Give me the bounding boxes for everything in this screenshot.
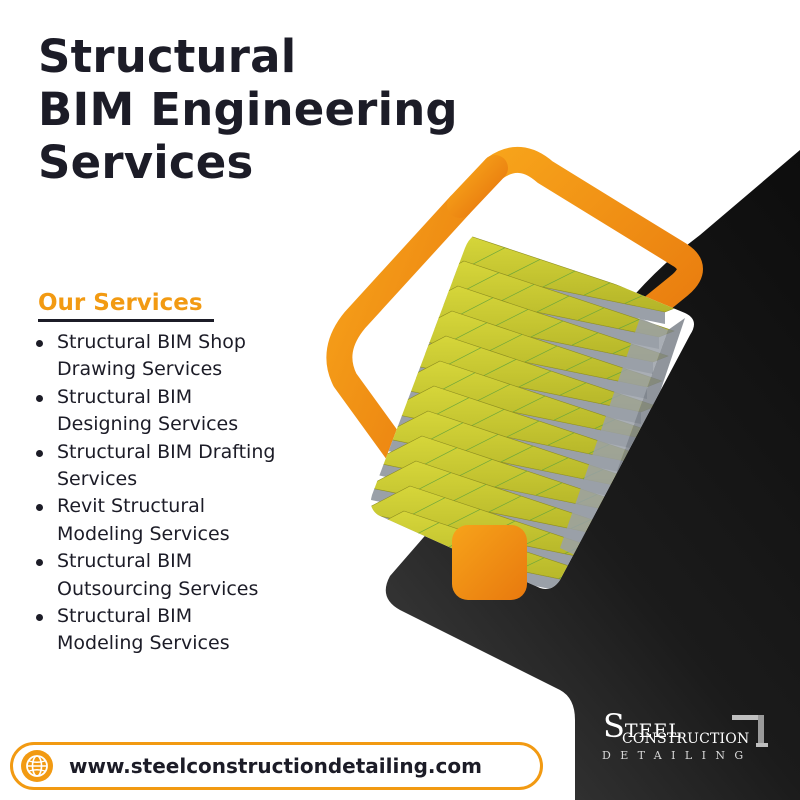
model-joist bbox=[512, 395, 546, 413]
bullet-icon bbox=[36, 394, 43, 402]
title-line: Services bbox=[38, 136, 254, 189]
list-item-line: Modeling Services bbox=[57, 632, 230, 655]
model-joist bbox=[530, 320, 564, 338]
model-joist bbox=[618, 319, 640, 329]
model-joist bbox=[524, 345, 558, 363]
company-logo: STEEL CONSTRUCTION DETAILING bbox=[600, 709, 780, 769]
model-joist bbox=[477, 359, 517, 379]
list-item: Structural BIM Modeling Services bbox=[34, 603, 334, 658]
bullet-icon bbox=[36, 504, 43, 512]
model-joist bbox=[612, 344, 634, 354]
title-line: BIM Engineering bbox=[38, 83, 458, 136]
model-joist bbox=[447, 484, 487, 504]
model-joist bbox=[518, 370, 552, 388]
logo-steel: STEEL bbox=[603, 707, 682, 745]
model-joist bbox=[453, 459, 493, 479]
bullet-icon bbox=[36, 559, 43, 567]
list-item-line: Structural BIM bbox=[57, 605, 193, 628]
list-item: Structural BIM Designing Services bbox=[34, 384, 334, 439]
model-joist bbox=[541, 457, 569, 471]
list-item-line: Designing Services bbox=[57, 413, 239, 436]
website-url[interactable]: www.steelconstructiondetailing.com bbox=[69, 754, 482, 778]
model-joist bbox=[536, 295, 570, 313]
model-joist bbox=[565, 357, 593, 371]
page-title: Structural BIM Engineering Services bbox=[38, 30, 458, 189]
model-joist bbox=[535, 482, 563, 496]
bullet-icon bbox=[36, 614, 43, 622]
list-item: Structural BIM Outsourcing Services bbox=[34, 548, 334, 603]
model-joist bbox=[523, 532, 551, 546]
model-joist bbox=[494, 470, 528, 488]
model-joist bbox=[483, 334, 523, 354]
list-item-line: Outsourcing Services bbox=[57, 577, 259, 600]
model-joist bbox=[624, 294, 646, 304]
model-joist bbox=[571, 332, 599, 346]
model-joist bbox=[542, 270, 576, 288]
website-link[interactable]: www.steelconstructiondetailing.com bbox=[10, 742, 543, 790]
title-line: Structural bbox=[38, 30, 297, 83]
list-item-line: Modeling Services bbox=[57, 522, 230, 545]
model-joist bbox=[506, 420, 540, 438]
model-joist bbox=[553, 407, 581, 421]
orange-frame bbox=[482, 147, 703, 363]
logo-detailing: DETAILING bbox=[602, 749, 753, 762]
list-item-line: Revit Structural bbox=[57, 495, 206, 518]
list-item-line: Drawing Services bbox=[57, 358, 223, 381]
model-joist bbox=[471, 384, 511, 404]
bullet-icon bbox=[36, 340, 43, 347]
model-joist bbox=[559, 382, 587, 396]
list-item-line: Services bbox=[57, 468, 138, 491]
globe-icon bbox=[21, 750, 53, 782]
list-item-line: Structural BIM Shop bbox=[57, 331, 246, 353]
model-joist bbox=[583, 282, 611, 296]
i-beam-icon bbox=[732, 715, 768, 747]
logo-construction: CONSTRUCTION bbox=[622, 731, 750, 747]
model-joist bbox=[495, 284, 535, 304]
model-joist bbox=[529, 507, 557, 521]
list-item-line: Structural BIM Drafting bbox=[57, 440, 276, 463]
services-heading: Our Services bbox=[38, 290, 203, 316]
bullet-icon bbox=[36, 449, 43, 457]
list-item-line: Structural BIM bbox=[57, 385, 193, 408]
model-joist bbox=[459, 434, 499, 454]
services-heading-underline bbox=[38, 319, 214, 322]
model-joist bbox=[547, 432, 575, 446]
model-joist bbox=[577, 307, 605, 321]
list-item-line: Structural BIM bbox=[57, 550, 193, 573]
orange-accent-square bbox=[452, 525, 527, 600]
model-joist bbox=[441, 509, 481, 529]
model-joist bbox=[489, 309, 529, 329]
model-joist bbox=[465, 409, 505, 429]
model-joist bbox=[500, 445, 534, 463]
model-joist bbox=[488, 495, 522, 513]
model-joist bbox=[501, 259, 541, 279]
